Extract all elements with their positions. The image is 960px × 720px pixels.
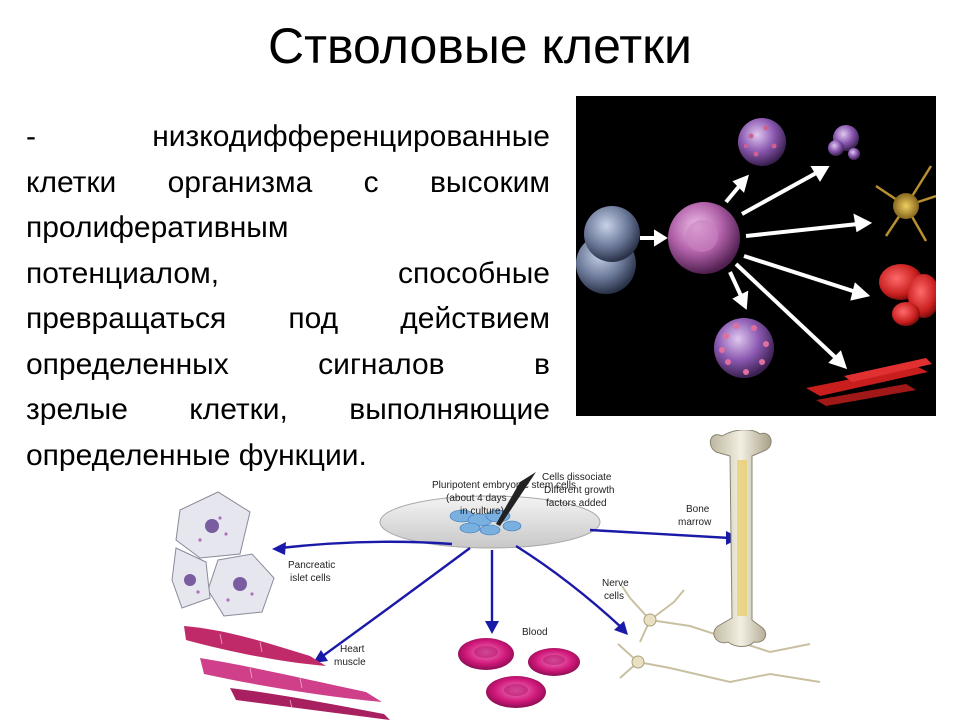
slide-title: Стволовые клетки bbox=[268, 18, 692, 74]
red-blood-cells bbox=[879, 264, 936, 326]
definition-line: определенные функции. bbox=[26, 438, 367, 472]
embryonic-cells bbox=[449, 509, 522, 536]
platelet-cell bbox=[828, 125, 860, 160]
pipette bbox=[496, 472, 536, 526]
blood-cells bbox=[458, 638, 580, 708]
definition-line: потенциалом, способные bbox=[26, 256, 550, 290]
muscle-fibers bbox=[806, 358, 932, 406]
center-label: Pluripotent embryonic stem cells (about … bbox=[432, 480, 579, 517]
dissociate-label: Cells dissociate Different growth factor… bbox=[542, 472, 617, 509]
neuron-cell bbox=[875, 165, 936, 242]
heart-label: Heart muscle bbox=[334, 644, 367, 668]
bone-illustration bbox=[709, 430, 772, 647]
definition-line: определенных сигналов в bbox=[26, 347, 550, 381]
definition-line: пролиферативным bbox=[26, 211, 289, 244]
definition-line: зрелые клетки, выполняющие bbox=[26, 393, 550, 426]
definition-line: - низкодифференцированные bbox=[26, 120, 550, 153]
definition-line: превращаться под действием bbox=[26, 302, 550, 335]
definition-text: - низкодифференцированные клетки организ… bbox=[26, 114, 550, 478]
embryonic-stem-cell-diagram: Pluripotent embryonic stem cells (about … bbox=[171, 430, 821, 720]
heart-muscle bbox=[184, 626, 390, 720]
white-blood-cell bbox=[738, 118, 786, 166]
nerve-label: Nerve cells bbox=[602, 578, 631, 602]
pancreatic-label: Pancreatic islet cells bbox=[288, 560, 338, 584]
stem-cell-differentiation-image bbox=[576, 96, 936, 416]
definition-line: клетки организма с высоким bbox=[26, 165, 550, 199]
blood-label: Blood bbox=[522, 627, 548, 638]
bone-marrow-label: Bone marrow bbox=[678, 504, 712, 528]
pancreatic-islet-cells bbox=[171, 491, 275, 617]
stem-cell bbox=[584, 206, 640, 262]
differentiation-arrows bbox=[279, 528, 731, 659]
